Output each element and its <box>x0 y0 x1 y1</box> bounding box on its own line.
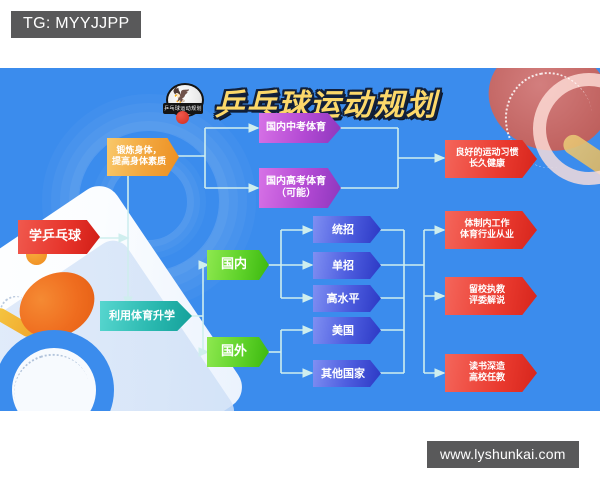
node-outcome-academia-line1: 读书深造 <box>468 361 505 372</box>
node-overseas[interactable]: 国外 <box>207 337 269 367</box>
node-outcome-coaching[interactable]: 留校执教 评委解说 <box>445 277 537 315</box>
logo-banner: 乒乓球运动规划 <box>163 103 203 114</box>
node-outcome-system-job[interactable]: 体制内工作 体育行业从业 <box>445 211 537 249</box>
eagle-table-tennis-logo-icon: 🦅 乒乓球运动规划 <box>162 81 204 124</box>
poster-header: 🦅 乒乓球运动规划 乒乓球运动规划 <box>0 76 600 128</box>
node-danzhao-label: 单招 <box>332 258 354 272</box>
node-danzhao[interactable]: 单招 <box>313 252 381 279</box>
node-outcome-health-line2: 长久健康 <box>468 159 505 169</box>
site-watermark: www.lyshunkai.com <box>427 441 579 468</box>
node-tongzhao-label: 统招 <box>332 222 354 236</box>
node-overseas-label: 国外 <box>220 343 247 359</box>
node-outcome-system-job-line1: 体制内工作 <box>464 218 510 229</box>
node-gaokao-label-line2: （可能） <box>276 188 316 199</box>
node-root[interactable]: 学乒乓球 <box>18 220 100 254</box>
node-study[interactable]: 利用体育升学 <box>100 301 192 331</box>
node-outcome-academia-line2: 高校任教 <box>468 373 505 383</box>
node-gaokao[interactable]: 国内高考体育 （可能） <box>259 168 341 208</box>
node-zhongkao-label: 国内中考体育 <box>266 121 326 133</box>
node-study-label: 利用体育升学 <box>109 309 175 323</box>
node-gaoshuiping-label: 高水平 <box>326 291 360 305</box>
blue-ring-inner-decoration <box>12 348 96 411</box>
node-outcome-coaching-line2: 评委解说 <box>468 296 505 306</box>
node-domestic[interactable]: 国内 <box>207 250 269 280</box>
node-outcome-system-job-line2: 体育行业从业 <box>459 230 514 240</box>
tg-tag: TG: MYYJJPP <box>11 11 142 38</box>
node-outcome-coaching-line1: 留校执教 <box>468 284 505 295</box>
node-tongzhao[interactable]: 统招 <box>313 216 381 243</box>
connector-lines <box>98 123 446 378</box>
node-gaoshuiping[interactable]: 高水平 <box>313 285 381 312</box>
node-usa-label: 美国 <box>332 323 354 337</box>
node-outcome-academia[interactable]: 读书深造 高校任教 <box>445 354 537 392</box>
node-zhongkao[interactable]: 国内中考体育 <box>259 113 341 143</box>
node-domestic-label: 国内 <box>220 256 247 272</box>
ball-icon <box>176 111 189 124</box>
flow-chart: 学乒乓球 锻炼身体， 提高身体素质 利用体育升学 国内中考体育 国内高考体育 （… <box>0 68 600 411</box>
node-root-label: 学乒乓球 <box>28 228 81 244</box>
node-outcome-health[interactable]: 良好的运动习惯 长久健康 <box>445 140 537 178</box>
node-health-label-line2: 提高身体素质 <box>111 157 166 167</box>
node-gaokao-label-line1: 国内高考体育 <box>266 175 326 187</box>
node-outcome-health-line1: 良好的运动习惯 <box>455 147 519 158</box>
node-other[interactable]: 其他国家 <box>313 360 381 387</box>
node-other-label: 其他国家 <box>321 366 365 380</box>
poster-panel: 🦅 乒乓球运动规划 乒乓球运动规划 <box>0 68 600 411</box>
node-health[interactable]: 锻炼身体， 提高身体素质 <box>107 138 179 176</box>
node-health-label-line1: 锻炼身体， <box>116 145 162 156</box>
eagle-icon: 🦅 <box>172 87 191 104</box>
node-usa[interactable]: 美国 <box>313 317 381 344</box>
